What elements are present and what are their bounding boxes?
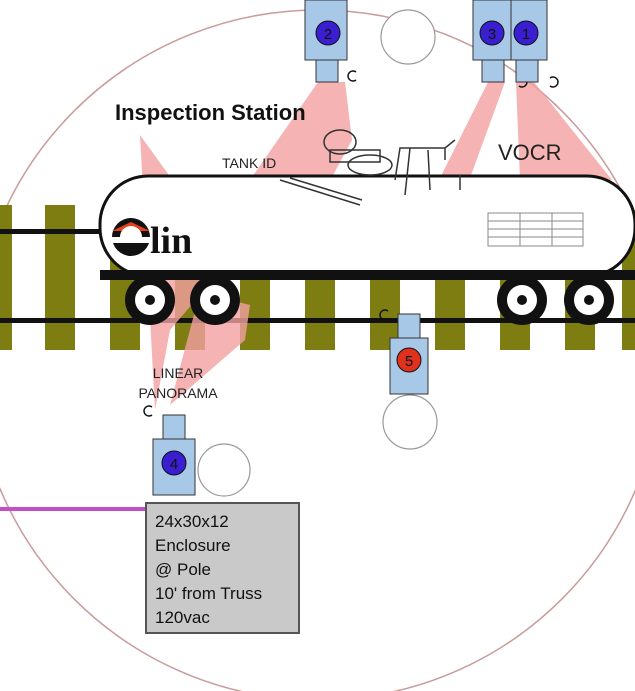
linear-label: LINEAR	[153, 365, 204, 381]
camera-4: 4	[143, 405, 196, 496]
camera-2: 2	[304, 0, 357, 83]
camera-2-number: 2	[324, 26, 332, 43]
camera-3-number: 3	[488, 26, 496, 43]
tank-placard	[487, 212, 584, 247]
camera-1-number: 1	[522, 26, 530, 43]
wheel	[564, 275, 614, 325]
camera-4-number: 4	[170, 456, 178, 473]
wheel	[190, 275, 240, 325]
rotate-icon	[379, 309, 389, 321]
enclosure-line: @ Pole	[155, 560, 212, 579]
rotate-icon	[143, 405, 153, 417]
enclosure-line: 10' from Truss	[155, 584, 263, 603]
diagram-title: Inspection Station	[115, 100, 306, 125]
dome-hatch	[279, 129, 461, 206]
camera-1: 1	[510, 0, 559, 88]
tank-car: lin	[98, 129, 635, 280]
reference-circles	[197, 9, 438, 497]
camera-3: 3	[472, 0, 528, 88]
rotate-icon	[347, 70, 357, 82]
olin-logo: lin	[112, 218, 192, 262]
panorama-label: PANORAMA	[138, 385, 218, 401]
vocr-label: VOCR	[498, 140, 562, 165]
enclosure-line: 24x30x12	[155, 512, 229, 531]
enclosure-note: 24x30x12 Enclosure @ Pole 10' from Truss…	[145, 502, 300, 634]
wheels	[125, 275, 614, 325]
wheel	[497, 275, 547, 325]
tank-id-label: TANK ID	[222, 155, 276, 171]
rotate-icon	[549, 76, 559, 88]
camera-5: 5	[379, 309, 429, 395]
wheel	[125, 275, 175, 325]
camera-5-number: 5	[405, 353, 413, 370]
logo-text: lin	[150, 220, 192, 262]
enclosure-line: Enclosure	[155, 536, 231, 555]
enclosure-line: 120vac	[155, 608, 210, 627]
